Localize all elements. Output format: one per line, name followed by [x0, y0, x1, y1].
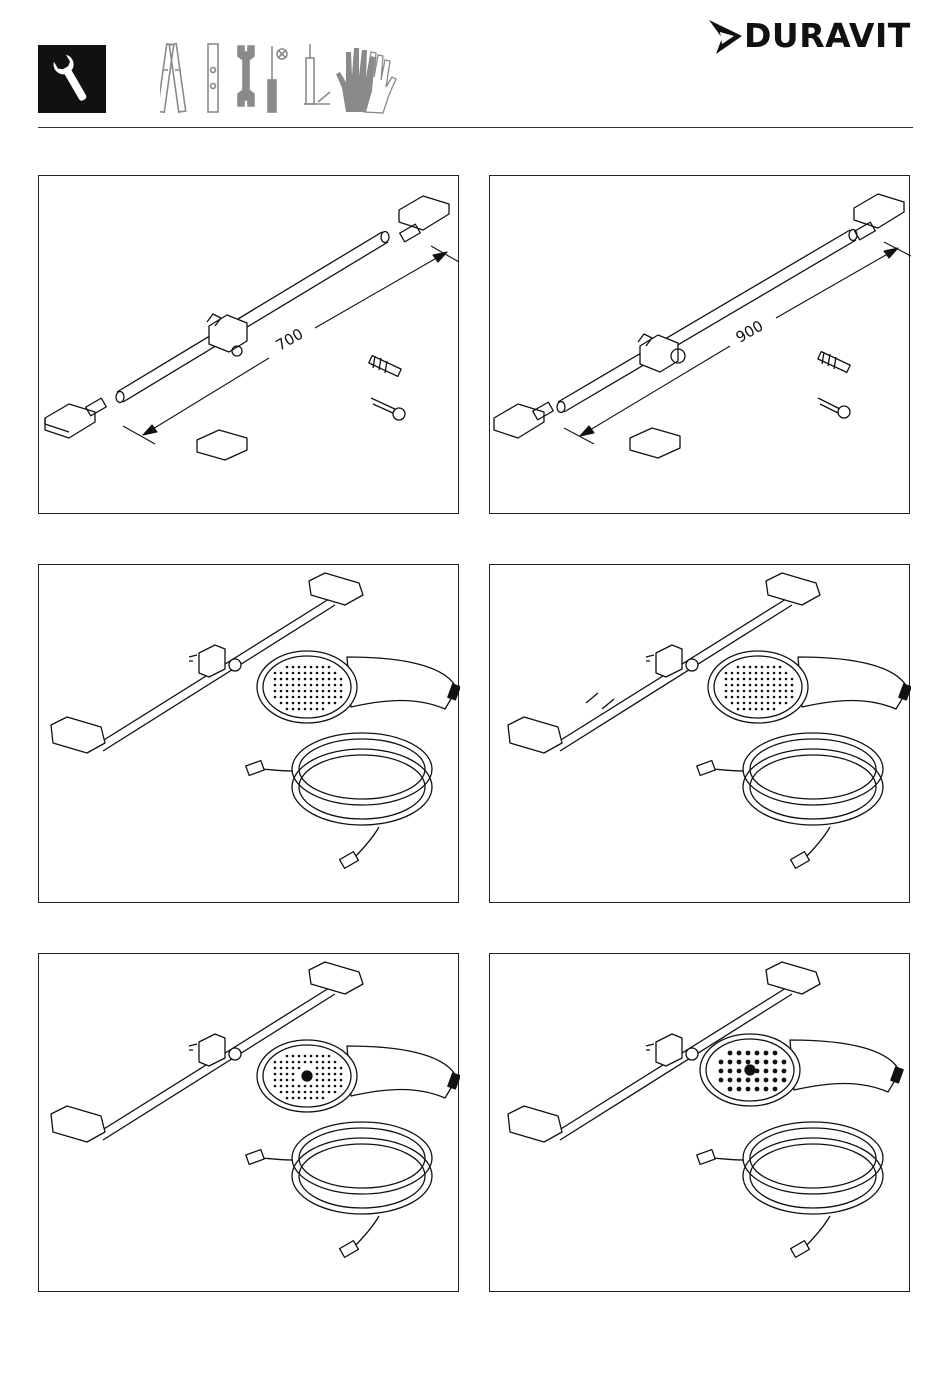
screwdriver-icon — [268, 46, 287, 112]
shower-hose — [246, 1122, 432, 1257]
slider-holder — [189, 1034, 241, 1066]
end-bracket-right — [399, 196, 449, 242]
wall-plug — [818, 352, 850, 373]
panel-kit-900: 900 — [489, 175, 910, 514]
end-bracket-left — [45, 398, 106, 438]
hand-shower — [708, 651, 911, 723]
dimension-label: 900 — [733, 317, 767, 347]
silicone-gun-icon — [304, 44, 330, 104]
cover-cap — [197, 430, 247, 460]
shower-hose — [246, 733, 432, 868]
shower-set-drawing — [39, 565, 460, 904]
dimension-label: 700 — [273, 325, 307, 355]
rail-kit-drawing: 700 — [39, 176, 460, 515]
installation-wrench-badge — [38, 45, 106, 113]
panel-kit-700: 700 — [38, 175, 459, 514]
gloves-icon — [336, 48, 396, 113]
shower-set-drawing — [490, 954, 911, 1293]
panel-shower-set-1 — [38, 564, 459, 903]
shower-hose — [697, 733, 883, 868]
slider-holder — [638, 334, 685, 372]
screw — [818, 398, 850, 418]
panel-shower-set-3 — [38, 953, 459, 1292]
required-tools-strip — [160, 40, 400, 116]
panel-shower-set-4 — [489, 953, 910, 1292]
page-header: DURAVIT — [0, 0, 950, 130]
rail-bar — [557, 230, 857, 413]
header-divider — [38, 127, 913, 128]
brand-name: DURAVIT — [744, 14, 911, 58]
rail-bar — [116, 232, 389, 403]
wrench-icon — [38, 45, 106, 113]
folding-rule-icon — [160, 44, 186, 112]
hand-shower — [257, 1040, 460, 1112]
duravit-logo: DURAVIT — [706, 14, 916, 58]
cover-cap — [630, 428, 680, 458]
hand-shower — [700, 1034, 903, 1106]
shower-hose — [697, 1122, 883, 1257]
slider-holder — [189, 645, 241, 677]
screw — [371, 398, 405, 420]
duravit-bird-icon — [706, 14, 746, 58]
spirit-level-icon — [208, 44, 218, 112]
panel-shower-set-2 — [489, 564, 910, 903]
slider-holder — [646, 645, 698, 677]
dimension-line — [564, 242, 911, 444]
shower-set-drawing — [490, 565, 911, 904]
end-bracket-left — [494, 402, 553, 438]
end-bracket-right — [854, 194, 904, 240]
hand-shower — [257, 651, 460, 723]
rail-kit-drawing: 900 — [490, 176, 911, 515]
slider-holder — [207, 314, 247, 356]
slider-holder — [646, 1034, 698, 1066]
shower-set-drawing — [39, 954, 460, 1293]
spanner-icon — [238, 46, 254, 106]
wall-plug — [369, 356, 401, 377]
